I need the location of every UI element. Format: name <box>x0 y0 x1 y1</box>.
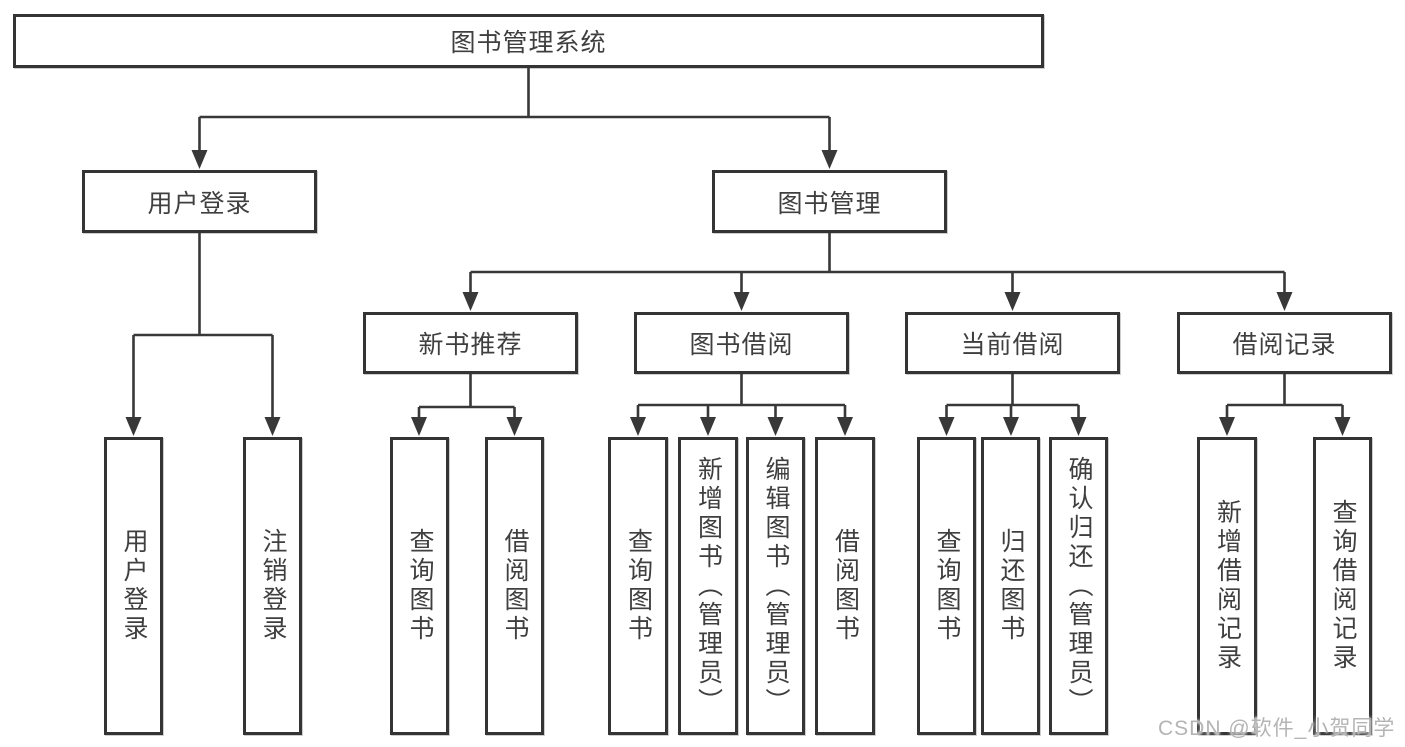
node-label: 图书借阅 <box>689 331 794 359</box>
node-label: 借阅记录 <box>1232 331 1337 359</box>
node-label: 图书管理系统 <box>450 29 607 57</box>
leaf-confirm-return-admin: 确认归还（管理员） <box>1049 437 1108 735</box>
leaf-label: 确认归还（管理员） <box>1065 455 1093 717</box>
leaf-label: 编辑图书（管理员） <box>762 455 790 717</box>
node-current-borrowing: 当前借阅 <box>905 312 1120 374</box>
leaf-label: 用户登录 <box>120 528 148 644</box>
arrowhead-icons <box>125 150 1351 436</box>
leaf-query-borrow-record: 查询借阅记录 <box>1313 437 1372 735</box>
leaf-label: 新增图书（管理员） <box>694 455 723 717</box>
leaf-label: 查询借阅记录 <box>1329 499 1357 673</box>
leaf-add-book-admin: 新增图书（管理员） <box>678 437 738 735</box>
node-book-management: 图书管理 <box>712 170 947 233</box>
leaf-borrow-books-recommend: 借阅图书 <box>485 437 544 735</box>
leaf-label: 查询图书 <box>406 528 434 644</box>
node-new-book-recommendation: 新书推荐 <box>363 312 578 374</box>
leaf-return-books: 归还图书 <box>981 437 1040 735</box>
leaf-query-books-current: 查询图书 <box>917 437 976 735</box>
node-library-management-system: 图书管理系统 <box>13 14 1044 68</box>
leaf-label: 归还图书 <box>997 528 1025 644</box>
leaf-label: 查询图书 <box>624 528 653 644</box>
leaf-edit-book-admin: 编辑图书（管理员） <box>746 437 805 735</box>
node-label: 图书管理 <box>777 189 882 218</box>
node-user-login: 用户登录 <box>82 170 317 233</box>
leaf-label: 借阅图书 <box>501 528 529 644</box>
leaf-add-borrow-record: 新增借阅记录 <box>1197 437 1257 735</box>
leaf-logout: 注销登录 <box>243 437 302 735</box>
node-borrowing-records: 借阅记录 <box>1177 312 1392 374</box>
leaf-label: 查询图书 <box>933 528 961 644</box>
leaf-query-books-borrow: 查询图书 <box>608 437 668 735</box>
leaf-label: 注销登录 <box>259 528 287 644</box>
leaf-user-login: 用户登录 <box>104 437 163 735</box>
leaf-query-books-recommend: 查询图书 <box>390 437 449 735</box>
leaf-label: 借阅图书 <box>831 528 860 644</box>
node-book-borrowing: 图书借阅 <box>634 312 849 374</box>
node-label: 用户登录 <box>147 189 252 218</box>
leaf-borrow-books: 借阅图书 <box>815 437 875 735</box>
node-label: 当前借阅 <box>960 331 1065 359</box>
csdn-watermark: CSDN @软件_小贺同学 <box>1158 717 1396 740</box>
leaf-label: 新增借阅记录 <box>1213 499 1242 673</box>
node-label: 新书推荐 <box>418 331 523 359</box>
